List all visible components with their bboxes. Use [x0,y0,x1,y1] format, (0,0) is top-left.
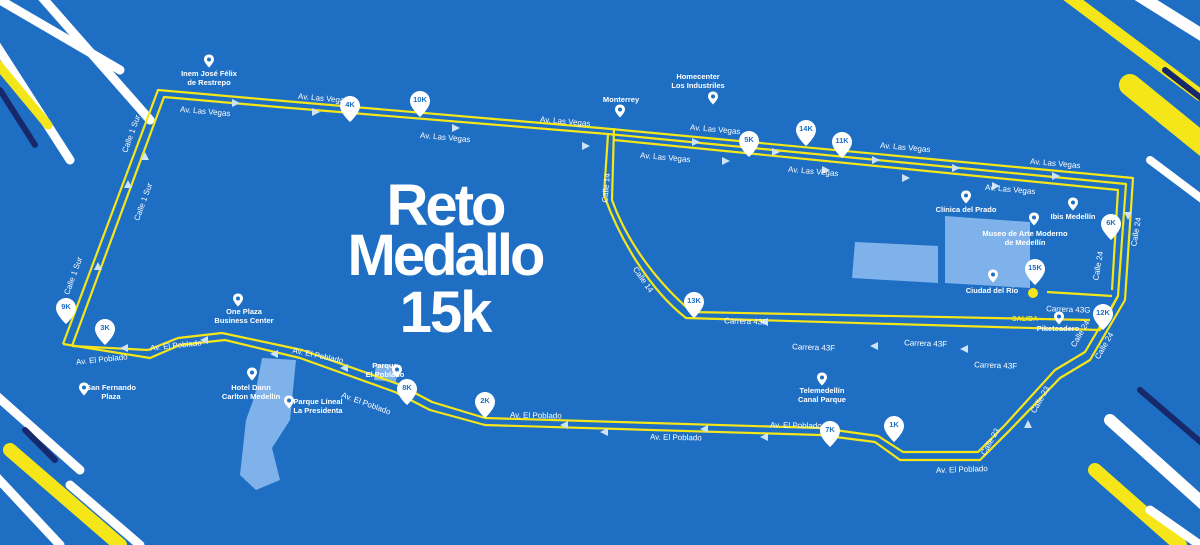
corner-decoration-top-right [1063,0,1200,203]
street-label: Av. El Poblado [769,420,822,431]
km-marker-12k: 12K [1093,304,1113,330]
location-pin-icon [204,54,214,68]
street-label: Av. El Poblado [509,410,562,421]
place-label: Piketeadero [1036,324,1080,333]
location-pin-icon [615,104,625,118]
location-pin-icon [233,293,243,307]
km-marker-1k: 1K [884,416,904,442]
corner-decoration-top-left [0,0,155,165]
km-marker-15k: 15K [1025,259,1045,285]
place-label: Ciudad del Río [965,286,1019,295]
location-pin-icon [392,364,402,378]
location-pin-icon [708,91,718,105]
corner-decoration-bottom-left [0,392,145,545]
street-label: Carrera 43F [723,316,768,327]
location-pin-icon [961,190,971,204]
km-marker-2k: 2K [475,392,495,418]
km-marker-6k: 6K [1101,214,1121,240]
start-point [1028,288,1038,298]
km-marker-7k: 7K [820,421,840,447]
title-line-1: Reto [386,173,507,238]
location-pin-icon [1029,212,1039,226]
title-line-3: 15k [399,280,493,345]
corner-decoration-bottom-right [1088,387,1200,545]
place-label: Clínica del Prado [935,205,997,214]
location-pin-icon [988,269,998,283]
location-pin-icon [1054,311,1064,325]
street-label: Carrera 43F [903,338,948,349]
place-label: Ibis Medellín [1050,212,1096,221]
km-marker-5k: 5K [739,131,759,157]
street-label: Carrera 43G [1045,304,1091,315]
location-pin-icon [284,395,294,409]
event-logo: Reto Medallo 15k [325,173,565,345]
place-label: Monterrey [602,95,640,104]
street-label: Av. El Poblado [649,432,702,443]
km-marker-9k: 9K [56,298,76,324]
location-pin-icon [1068,197,1078,211]
km-marker-10k: 10K [410,91,430,117]
km-marker-11k: 11K [832,132,852,158]
direction-arrows [94,99,1132,441]
street-label: Carrera 43F [791,342,836,353]
km-marker-3k: 3K [95,319,115,345]
km-marker-8k: 8K [397,379,417,405]
street-label: Carrera 43F [973,360,1018,371]
location-pin-icon [247,367,257,381]
km-marker-14k: 14K [796,120,816,146]
title-line-2: Medallo [347,223,546,288]
km-marker-13k: 13K [684,292,704,318]
location-pin-icon [79,382,89,396]
km-marker-4k: 4K [340,96,360,122]
location-pin-icon [817,372,827,386]
start-label: SALIDA [1012,316,1039,323]
